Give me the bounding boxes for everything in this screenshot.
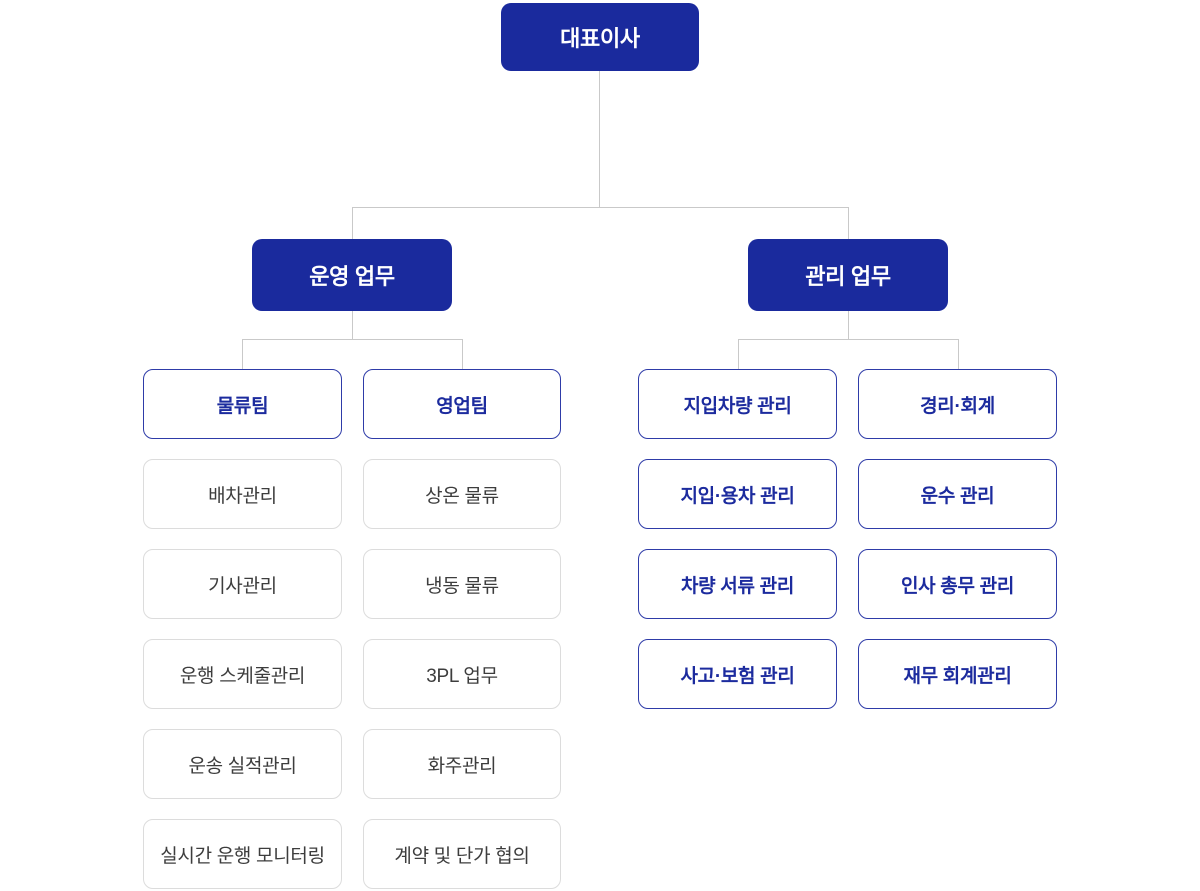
node-operations-branch: 운영 업무 (252, 239, 452, 311)
node-ambient-logistics: 상온 물류 (363, 459, 561, 529)
node-dispatch-management: 배차관리 (143, 459, 342, 529)
connector-root-vertical (599, 71, 600, 207)
node-shipper-management: 화주관리 (363, 729, 561, 799)
node-transport-performance: 운송 실적관리 (143, 729, 342, 799)
connector-accounting-col-leg (958, 339, 959, 369)
node-finance-accounting-management: 재무 회계관리 (858, 639, 1057, 709)
node-ceo: 대표이사 (501, 3, 699, 71)
node-transport-administration: 운수 관리 (858, 459, 1057, 529)
connector-management-vertical (848, 311, 849, 339)
node-sales-team: 영업팀 (363, 369, 561, 439)
node-jiip-chartered-management: 지입·용차 관리 (638, 459, 837, 529)
connector-branch-operations-leg (352, 207, 353, 239)
node-bookkeeping-accounting: 경리·회계 (858, 369, 1057, 439)
node-contract-negotiation: 계약 및 단가 협의 (363, 819, 561, 889)
connector-sales-leg (462, 339, 463, 369)
node-accident-insurance-management: 사고·보험 관리 (638, 639, 837, 709)
connector-operations-vertical (352, 311, 353, 339)
node-logistics-team: 물류팀 (143, 369, 342, 439)
node-contract-vehicle-management: 지입차량 관리 (638, 369, 837, 439)
node-vehicle-document-management: 차량 서류 관리 (638, 549, 837, 619)
connector-root-horizontal (352, 207, 849, 208)
node-hr-general-affairs: 인사 총무 관리 (858, 549, 1057, 619)
connector-management-horizontal (738, 339, 959, 340)
connector-vehicle-col-leg (738, 339, 739, 369)
node-3pl-work: 3PL 업무 (363, 639, 561, 709)
connector-operations-horizontal (242, 339, 463, 340)
node-management-branch: 관리 업무 (748, 239, 948, 311)
connector-branch-management-leg (848, 207, 849, 239)
node-frozen-logistics: 냉동 물류 (363, 549, 561, 619)
connector-logistics-leg (242, 339, 243, 369)
node-driver-management: 기사관리 (143, 549, 342, 619)
node-realtime-monitoring: 실시간 운행 모니터링 (143, 819, 342, 889)
node-schedule-management: 운행 스케줄관리 (143, 639, 342, 709)
